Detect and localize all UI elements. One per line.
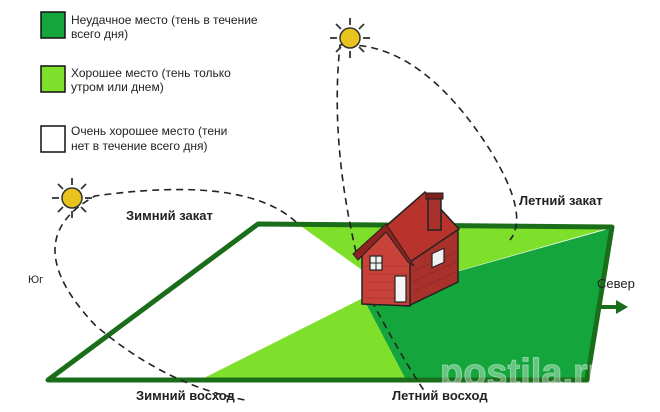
- winter-sun-path: [54, 188, 297, 401]
- legend-text-very-good-2: нет в течение всего дня): [71, 139, 208, 153]
- winter-sunset-label: Зимний закат: [126, 208, 213, 223]
- direction-labels: Зимний закат Летний закат Юг Север Зимни…: [28, 193, 635, 403]
- legend-text-very-good-1: Очень хорошее место (тени: [71, 124, 227, 138]
- legend-text-bad-1: Неудачное место (тень в течение: [71, 13, 258, 27]
- legend-text-good-1: Хорошее место (тень только: [71, 66, 231, 80]
- house-icon: [352, 190, 461, 308]
- plot-shadow-all-day: [363, 228, 612, 380]
- north-arrow-icon: [598, 300, 628, 314]
- plot-shade-bottom: [200, 298, 406, 380]
- legend-text-bad-2: всего дня): [71, 27, 128, 41]
- sun-icon: [52, 178, 92, 218]
- sun-icon: [330, 18, 370, 58]
- legend: Неудачное место (тень в течение всего дн…: [40, 11, 258, 153]
- legend-swatch-good: [40, 65, 66, 93]
- summer-sunrise-label: Летний восход: [392, 388, 488, 403]
- south-label: Юг: [28, 274, 43, 286]
- plot-outline: [45, 221, 615, 383]
- summer-sun-path: [336, 44, 518, 253]
- watermark: postila.ru: [440, 352, 611, 394]
- legend-swatch-bad: [40, 11, 66, 39]
- legend-text-good-2: утром или днем): [71, 80, 164, 94]
- legend-swatch-very-good: [40, 125, 66, 153]
- summer-sunset-label: Летний закат: [519, 193, 603, 208]
- winter-sunrise-label: Зимний восход: [136, 388, 236, 403]
- north-label: Север: [597, 276, 635, 291]
